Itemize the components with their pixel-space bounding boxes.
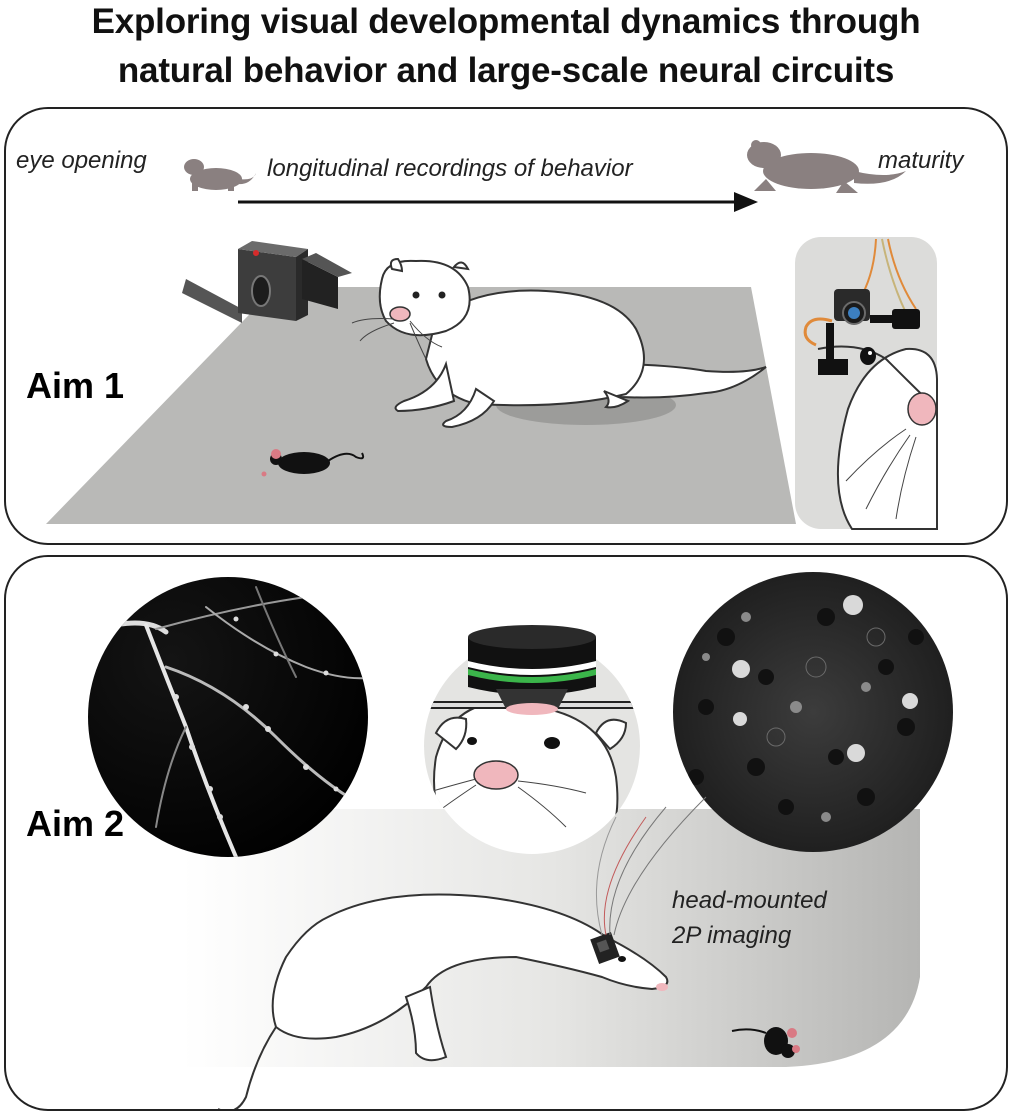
head-camera-inset	[795, 237, 938, 530]
head-fixed-ferret-image	[424, 625, 640, 854]
ferret-eye	[438, 291, 446, 299]
figure-title-line-1: Exploring visual developmental dynamics …	[91, 2, 921, 41]
figure-title-line-2: natural behavior and large-scale neural …	[117, 51, 895, 90]
aim1-label: Aim 1	[26, 365, 125, 406]
dendrite-image	[88, 577, 368, 857]
mouse-icon	[731, 1027, 800, 1058]
miniscope-icon	[590, 796, 707, 964]
aim2-panel: Aim 2 head-mounted 2P imaging	[4, 555, 1008, 1111]
mouse-icon	[261, 449, 365, 477]
timeline-label: longitudinal recordings of behavior	[267, 155, 633, 182]
neurons-image	[673, 572, 953, 852]
imaging-label-line-1: head-mounted	[672, 887, 827, 914]
imaging-label-line-2: 2P imaging	[672, 922, 792, 949]
walking-ferret-eye	[618, 956, 626, 962]
aim1-panel: eye opening longitudinal recordings of b…	[4, 107, 1008, 545]
timeline-arrowhead	[734, 192, 758, 212]
ferret-eye	[412, 291, 420, 299]
adult-ferret-icon	[747, 140, 906, 193]
ferret-nose	[389, 306, 411, 322]
microscope-objective-icon	[468, 625, 596, 715]
maturity-label: maturity	[878, 147, 964, 174]
walking-ferret-nose	[656, 983, 668, 991]
walking-ferret-icon	[218, 893, 669, 1109]
eye-opening-label: eye opening	[16, 147, 147, 174]
young-ferret-icon	[184, 159, 256, 191]
aim1-illustration	[46, 140, 938, 530]
ferret-whiskers	[351, 318, 443, 360]
aim2-illustration	[88, 572, 953, 1109]
aim2-label: Aim 2	[26, 803, 125, 844]
camera-icon	[182, 241, 352, 323]
ferret-icon	[378, 257, 767, 429]
